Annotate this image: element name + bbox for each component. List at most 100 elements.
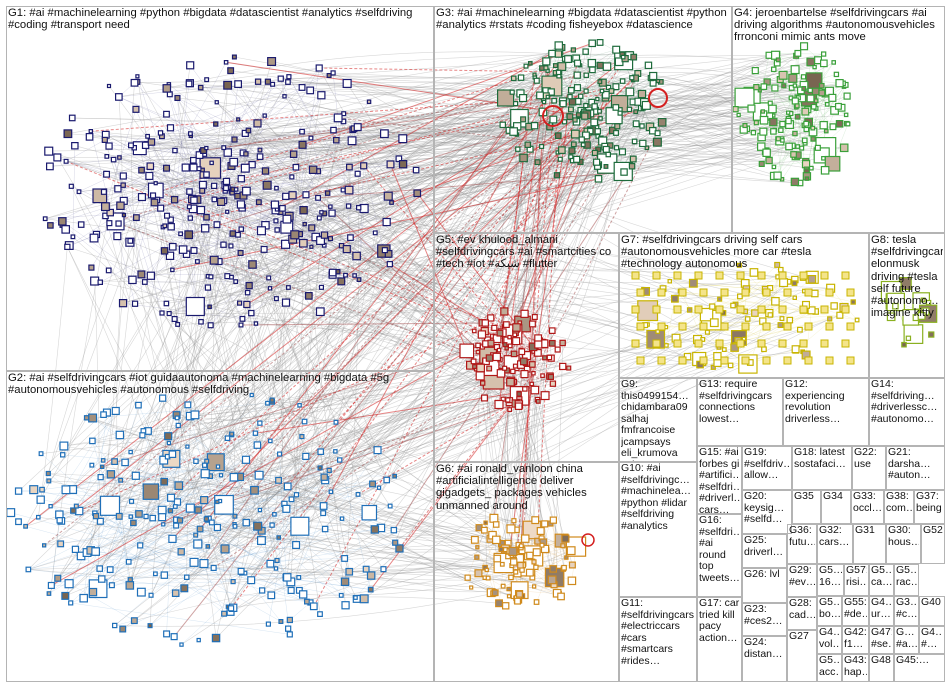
group-label: G48 (871, 655, 892, 667)
group-label: G2: #ai #selfdrivingcars #iot guidaauton… (8, 372, 432, 396)
group-label: G11: #selfdrivingcars #electriccars #car… (621, 598, 695, 667)
group-box-g35: G35 (792, 490, 821, 524)
group-label: G52 (923, 525, 943, 537)
group-box-g19: G19: #selfdriv… allow… (742, 446, 792, 490)
group-label: G24: distan… (744, 637, 785, 660)
group-box-g22: G22: use (852, 446, 886, 490)
group-label: G31 (855, 525, 884, 537)
group-box-g33: G33: occl… (851, 490, 884, 524)
group-box-g4x4: G4… #… (919, 626, 945, 654)
group-box-g52: G52 (921, 524, 945, 564)
group-label: G5… acc… (819, 655, 840, 678)
group-box-g28: G28: cad… (787, 597, 817, 630)
group-label: G14: #selfdriving… #driverlessc… #autono… (871, 379, 943, 425)
group-label: G4… ur… (871, 597, 892, 620)
group-label: G4… vol… (819, 627, 840, 650)
group-box-g34: G34 (821, 490, 851, 524)
group-label: G… #a… (896, 627, 917, 650)
group-box-g48: G48 (869, 654, 894, 682)
group-label: G37: being (916, 491, 943, 514)
group-label: G25: driverl… (744, 535, 785, 558)
group-box-g24: G24: distan… (742, 636, 787, 682)
group-box-g5x4: G5… bo… (817, 596, 842, 626)
group-label: G42: f1… (844, 627, 867, 650)
group-label: G17: car tried kill pacy action… (699, 598, 740, 644)
group-box-g57: G57: risi… (844, 564, 869, 596)
group-box-g2: G2: #ai #selfdrivingcars #iot guidaauton… (6, 371, 434, 682)
group-box-g47: G47: #se… (869, 626, 894, 654)
group-label: G35 (794, 491, 819, 503)
group-label: G38: com… (886, 491, 912, 514)
group-label: G47: #se… (871, 627, 892, 650)
group-label: G57: risi… (846, 565, 867, 588)
group-label: G21: darsha… #auton… (888, 447, 943, 482)
group-box-g18: G18: latest sostafaci… (792, 446, 852, 490)
group-box-g9: G9: this0499154… chidambara09 salhaj fmf… (619, 378, 697, 462)
group-box-g42: G42: f1… (842, 626, 869, 654)
group-label: G9: this0499154… chidambara09 salhaj fmf… (621, 379, 695, 462)
group-label: G43: hap… (844, 655, 867, 678)
group-label: G5: #ev khulood_almani #selfdrivingcars … (436, 234, 617, 271)
group-label: G4: jeroenbartelse #selfdrivingcars #ai … (734, 7, 943, 44)
group-label: G3: #ai #machinelearning #bigdata #datas… (436, 7, 730, 31)
group-box-g45: G45:… (894, 654, 945, 682)
group-label: G32: cars… (819, 525, 851, 548)
group-box-g16: G16: #selfdri… #ai round top tweets… (697, 514, 742, 597)
group-box-g29: G29: #ev… (787, 564, 817, 597)
group-box-g5x2: G5… ca… (869, 564, 894, 596)
group-label: G5… ca… (871, 565, 892, 588)
group-box-g23: G23: #ces2… (742, 603, 787, 636)
group-label: G30: hous… (888, 525, 919, 548)
group-box-g27: G27 (787, 630, 817, 682)
group-label: G22: use (854, 447, 884, 470)
group-box-g26: G26: lvl (742, 568, 787, 603)
group-box-g4x3: G… #a… (894, 626, 919, 654)
group-label: G7: #selfdrivingcars driving self cars #… (621, 234, 867, 271)
group-label: G33: occl… (853, 491, 882, 514)
group-label: G5… bo… (819, 597, 840, 620)
group-box-g5x1: G5… 16… (817, 564, 844, 596)
group-box-g32: G32: cars… (817, 524, 853, 564)
group-label: G27 (789, 631, 815, 643)
group-box-g5x3: G5… rac… (894, 564, 919, 596)
group-box-g55: G55: #de… (842, 596, 869, 626)
group-box-g5: G5: #ev khulood_almani #selfdrivingcars … (434, 233, 619, 462)
group-label: G18: latest sostafaci… (794, 447, 850, 470)
group-label: G13: require #selfdrivingcars connection… (699, 379, 781, 425)
group-box-g4x2: G4… vol… (817, 626, 842, 654)
group-box-g10: G10: #ai #selfdrivingc… #machinelea… #py… (619, 462, 697, 597)
group-box-g21: G21: darsha… #auton… (886, 446, 945, 490)
group-box-g40: G40 (919, 596, 945, 626)
group-box-g31: G31 (853, 524, 886, 564)
group-label: G8: tesla #selfdrivingcars elonmusk driv… (871, 234, 943, 319)
group-label: G20: keysig… #selfd… (744, 491, 790, 526)
group-label: G5… rac… (896, 565, 917, 588)
group-label: G3… #c… (896, 597, 917, 620)
group-label: G29: #ev… (789, 565, 815, 588)
group-box-g20: G20: keysig… #selfd… (742, 490, 792, 534)
group-box-g4: G4: jeroenbartelse #selfdrivingcars #ai … (732, 6, 945, 233)
group-label: G1: #ai #machinelearning #python #bigdat… (8, 7, 432, 31)
group-box-g11: G11: #selfdrivingcars #electriccars #car… (619, 597, 697, 682)
group-box-g8: G8: tesla #selfdrivingcars elonmusk driv… (869, 233, 945, 378)
group-box-g5x5: G5… acc… (817, 654, 842, 682)
group-label: G45:… (896, 655, 943, 667)
group-box-g4x1: G4… ur… (869, 596, 894, 626)
group-box-g25: G25: driverl… (742, 534, 787, 568)
group-label: G4… #… (921, 627, 943, 650)
group-box-g1: G1: #ai #machinelearning #python #bigdat… (6, 6, 434, 371)
group-box-g15: G15: #ai forbes gi #artifici… #selfdri… … (697, 446, 742, 514)
group-label: G36: futu… (789, 525, 815, 548)
group-label: G23: #ces2… (744, 604, 785, 627)
group-box-g7: G7: #selfdrivingcars driving self cars #… (619, 233, 869, 378)
group-label: G55: #de… (844, 597, 867, 620)
group-label: G10: #ai #selfdrivingc… #machinelea… #py… (621, 463, 695, 532)
group-box-g38: G38: com… (884, 490, 914, 524)
group-label: G19: #selfdriv… allow… (744, 447, 790, 482)
group-box-g3x1: G3… #c… (894, 596, 919, 626)
group-label: G6: #ai ronald_vanloon china #artificial… (436, 463, 617, 512)
group-box-g37: G37: being (914, 490, 945, 524)
group-box-g12: G12: experiencing revolution driverless… (783, 378, 869, 446)
group-label: G26: lvl (744, 569, 785, 581)
